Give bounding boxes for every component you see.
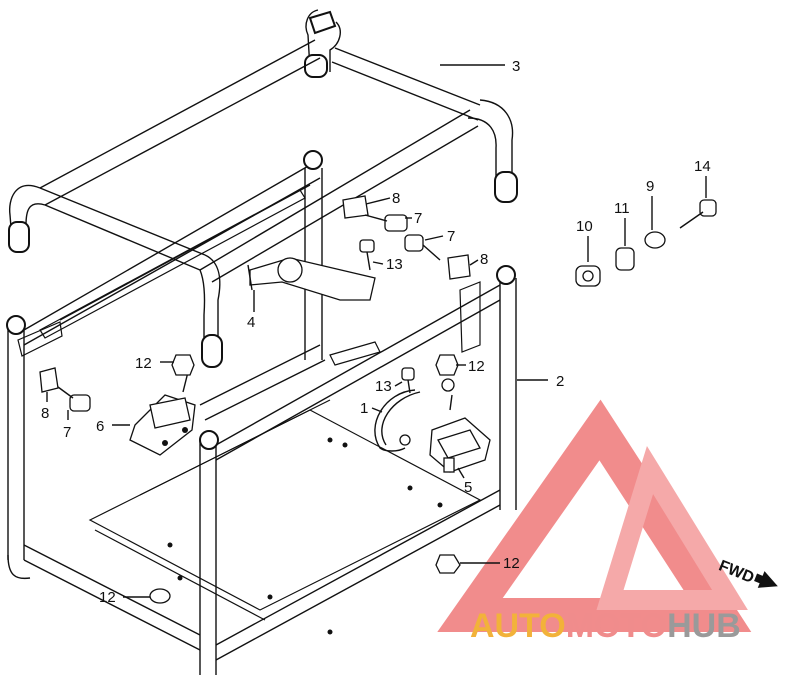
watermark-text: AUTOMOTOHUB	[470, 607, 741, 645]
callout-14: 14	[694, 158, 711, 175]
callout-7-middle: 7	[447, 228, 455, 245]
fwd-arrow-icon	[757, 571, 778, 588]
watermark-logo	[437, 399, 752, 632]
callout-8-left: 8	[41, 405, 49, 422]
callout-13-lower: 13	[375, 378, 392, 395]
upper-frame-part-3	[8, 9, 518, 368]
callout-8-right: 8	[480, 251, 488, 268]
main-frame-part-2	[6, 150, 517, 675]
callout-11: 11	[614, 200, 630, 217]
callout-9: 9	[646, 178, 654, 195]
leader-lines	[46, 64, 707, 598]
callout-7-left: 7	[63, 424, 71, 441]
svg-text:AUTOMOTOHUB: AUTOMOTOHUB	[470, 607, 741, 645]
callout-13-upper: 13	[386, 256, 403, 273]
callout-5: 5	[464, 479, 472, 496]
callout-labels: 3 2 4 8 7 7 8 13 12 12 13 1 6 8 7 5 12 1…	[41, 58, 711, 606]
callout-4: 4	[247, 314, 255, 331]
callout-8-upper: 8	[392, 190, 400, 207]
watermark-hub: HUB	[667, 607, 741, 645]
bracket-part-4	[247, 257, 376, 301]
hardware-parts	[39, 195, 717, 604]
callout-12-right: 12	[468, 358, 485, 375]
watermark-moto: MOTO	[566, 607, 667, 645]
callout-3: 3	[512, 58, 520, 75]
callout-12-left: 12	[135, 355, 152, 372]
callout-7-upper: 7	[414, 210, 422, 227]
ground-cable-part-1	[374, 378, 455, 452]
callout-6: 6	[96, 418, 104, 435]
callout-2: 2	[556, 373, 564, 390]
callout-10: 10	[576, 218, 593, 235]
callout-12-bottom-left: 12	[99, 589, 116, 606]
callout-1: 1	[360, 400, 368, 417]
engine-mount-part-6	[129, 371, 196, 456]
engine-mount-part-5	[429, 394, 491, 473]
callout-12-bottom-right: 12	[503, 555, 520, 572]
watermark-auto: AUTO	[470, 607, 566, 645]
